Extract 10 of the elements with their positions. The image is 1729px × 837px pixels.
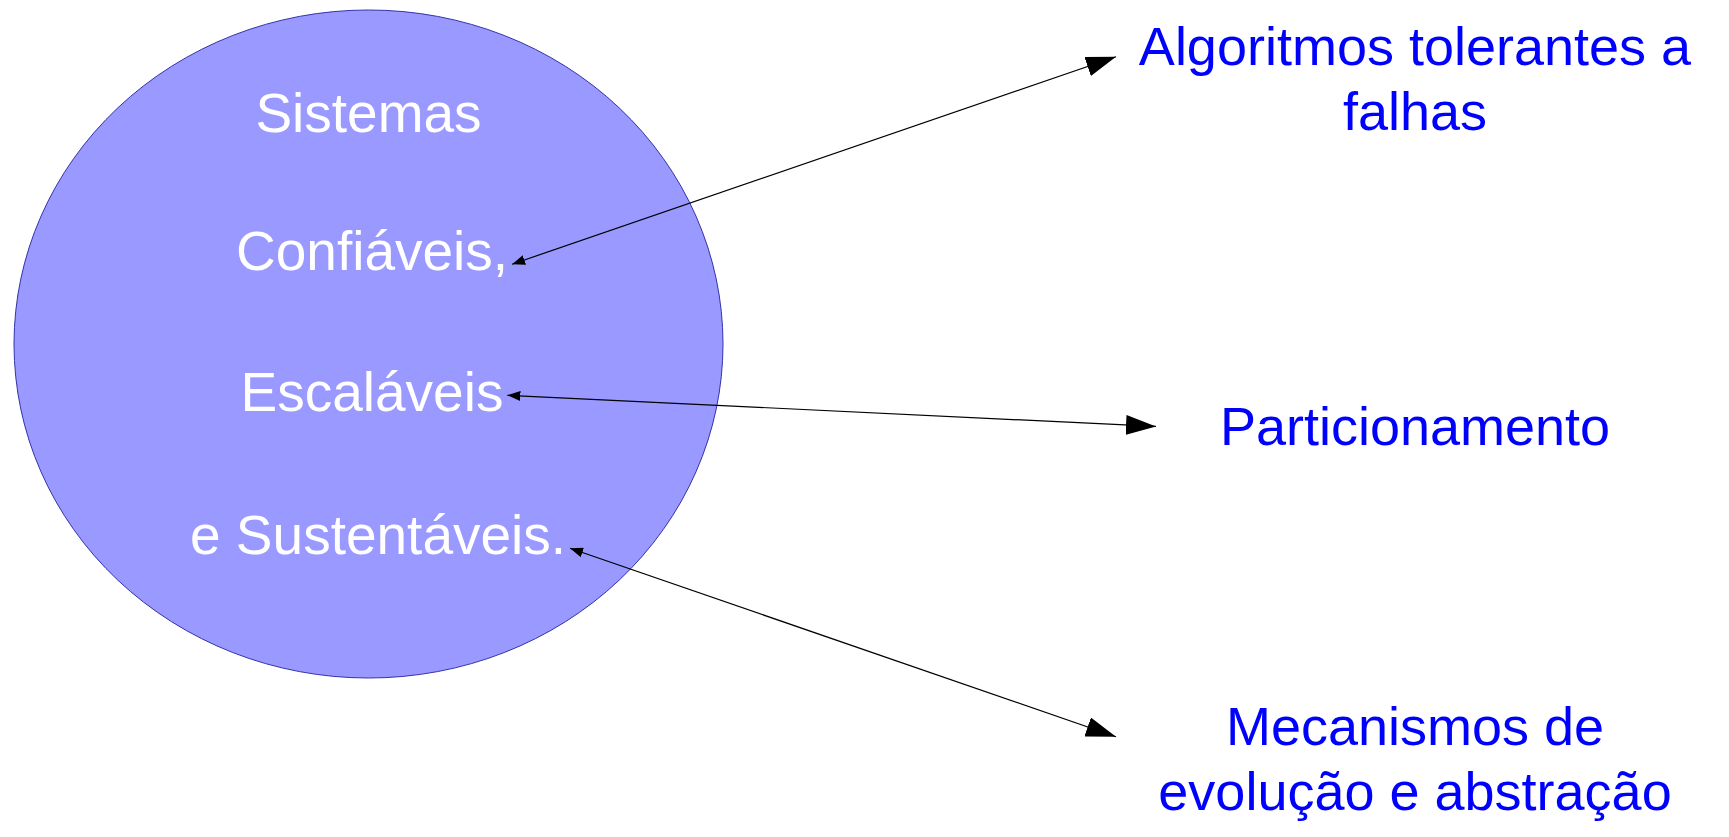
ellipse-text: e Sustentáveis. (190, 503, 567, 568)
ellipse-text: Sistemas (254, 81, 483, 146)
double-headed-arrow (511, 56, 1117, 265)
ellipse-text: Escaláveis (240, 360, 504, 425)
topic-label: Mecanismos de evolução e abstração (1157, 695, 1673, 823)
topic-label: Particionamento (1218, 395, 1612, 458)
double-headed-arrow (506, 390, 1157, 435)
topic-label: Algoritmos tolerantes a falhas (1137, 15, 1693, 143)
ellipse-text: Confiáveis, (236, 219, 509, 284)
double-headed-arrow (569, 547, 1117, 738)
